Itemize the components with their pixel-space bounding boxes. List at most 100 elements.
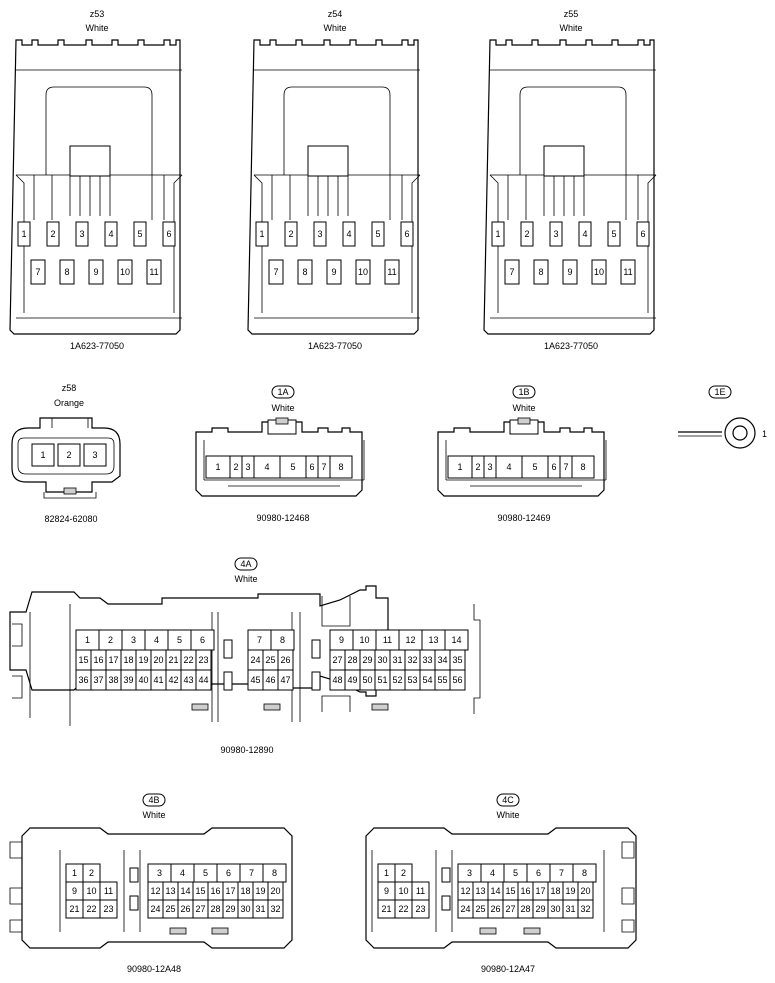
c4A-pin-25: 25 bbox=[265, 655, 275, 665]
c4A-pin-45: 45 bbox=[250, 675, 260, 685]
c4A-pin-23: 23 bbox=[198, 655, 208, 665]
c4A-pin-6: 6 bbox=[200, 635, 205, 645]
connector-z58-part: 82824-62080 bbox=[44, 514, 97, 524]
connector-1B-part: 90980-12469 bbox=[497, 513, 550, 523]
connector-4B-color: White bbox=[142, 810, 165, 820]
c4C-pin-2: 2 bbox=[401, 868, 406, 878]
c4B-pin-12: 12 bbox=[150, 886, 160, 896]
connector-z58-id: z58 bbox=[62, 383, 77, 393]
z54-pin-2-cell bbox=[284, 221, 298, 247]
z53-pin-10: 10 bbox=[120, 267, 130, 277]
c4A-pin-35: 35 bbox=[452, 655, 462, 665]
c4C-pin-25: 25 bbox=[475, 904, 485, 914]
z54-pin-7: 7 bbox=[273, 267, 278, 277]
z53-pin-9-cell bbox=[88, 259, 104, 285]
c4C-pin-10: 10 bbox=[398, 886, 408, 896]
z53-pin-8-cell bbox=[59, 259, 75, 285]
c4A-pin-49: 49 bbox=[347, 675, 357, 685]
z55-pin-2-cell bbox=[520, 221, 534, 247]
z54-pin-2: 2 bbox=[288, 229, 293, 239]
z53-pin-1-cell bbox=[17, 221, 31, 247]
connector-4C-id: 4C bbox=[502, 795, 514, 805]
c1B-pin-7: 7 bbox=[563, 462, 568, 472]
connector-4B-id-badge bbox=[142, 793, 166, 807]
c4B-pin-17: 17 bbox=[225, 886, 235, 896]
c4C-pin-11: 11 bbox=[416, 886, 425, 896]
z53-pin-6-cell bbox=[162, 221, 176, 247]
c4C-pin-27: 27 bbox=[505, 904, 515, 914]
c4C-pin-17: 17 bbox=[535, 886, 545, 896]
z55-pin-11: 11 bbox=[623, 267, 632, 277]
c4B-pin-24: 24 bbox=[150, 904, 160, 914]
c4A-pin-56: 56 bbox=[452, 675, 462, 685]
c4C-pin-12: 12 bbox=[460, 886, 470, 896]
c4A-pin-22: 22 bbox=[183, 655, 193, 665]
z58-pin-3-cell bbox=[83, 443, 107, 467]
c4C-pin-26: 26 bbox=[490, 904, 500, 914]
c4C-pin-5: 5 bbox=[513, 868, 518, 878]
connector-1B-id-badge bbox=[512, 385, 536, 399]
z55-pin-11-cell bbox=[620, 259, 636, 285]
c4B-pin-10: 10 bbox=[86, 886, 96, 896]
c1A-pin-8: 8 bbox=[338, 462, 343, 472]
z55-pin-10: 10 bbox=[594, 267, 604, 277]
c4C-pin-4: 4 bbox=[490, 868, 495, 878]
c4A-pin-44-cell bbox=[195, 669, 212, 691]
c1B-pin-2: 2 bbox=[475, 462, 480, 472]
c4A-pin-48: 48 bbox=[332, 675, 342, 685]
c4A-pin-40: 40 bbox=[138, 675, 148, 685]
c4C-pin-28: 28 bbox=[520, 904, 530, 914]
c4A-pin-4: 4 bbox=[154, 635, 159, 645]
c4B-pin-27: 27 bbox=[195, 904, 205, 914]
c4A-pin-13: 13 bbox=[428, 635, 438, 645]
c4A-pin-38: 38 bbox=[108, 675, 118, 685]
z53-pin-8: 8 bbox=[64, 267, 69, 277]
c4A-pin-33: 33 bbox=[422, 655, 432, 665]
c4A-pin-2: 2 bbox=[108, 635, 113, 645]
c4B-pin-6: 6 bbox=[226, 868, 231, 878]
z55-pin-9: 9 bbox=[567, 267, 572, 277]
c4A-pin-11: 11 bbox=[383, 635, 392, 645]
z54-pin-10-cell bbox=[355, 259, 371, 285]
c1A-pin-2: 2 bbox=[233, 462, 238, 472]
c4A-pin-17: 17 bbox=[108, 655, 118, 665]
c4C-pin-8: 8 bbox=[582, 868, 587, 878]
c1A-pin-7: 7 bbox=[321, 462, 326, 472]
c1A-pin-6: 6 bbox=[309, 462, 314, 472]
c4C-pin-24: 24 bbox=[460, 904, 470, 914]
c4B-pin-20: 20 bbox=[270, 886, 280, 896]
c4B-pin-18: 18 bbox=[240, 886, 250, 896]
connector-1A-color: White bbox=[271, 403, 294, 413]
c1B-pin-6: 6 bbox=[551, 462, 556, 472]
z55-pin-8-cell bbox=[533, 259, 549, 285]
c4B-pin-29: 29 bbox=[225, 904, 235, 914]
c1B-pin-3: 3 bbox=[487, 462, 492, 472]
z54-pin-11: 11 bbox=[387, 267, 396, 277]
c4A-pin-8: 8 bbox=[280, 635, 285, 645]
c1A-pin-1: 1 bbox=[215, 462, 220, 472]
z55-pin-1: 1 bbox=[495, 229, 500, 239]
c4C-pin-32-cell bbox=[577, 899, 594, 919]
c4B-pin-9: 9 bbox=[72, 886, 77, 896]
c4C-pin-20: 20 bbox=[580, 886, 590, 896]
z54-pin-3: 3 bbox=[317, 229, 322, 239]
z54-pin-10: 10 bbox=[358, 267, 368, 277]
c4C-pin-16: 16 bbox=[520, 886, 530, 896]
c4B-pin-4: 4 bbox=[180, 868, 185, 878]
z58-pin-2-cell bbox=[57, 443, 81, 467]
z53-pin-7: 7 bbox=[35, 267, 40, 277]
z53-pin-11-cell bbox=[146, 259, 162, 285]
connector-1B-id: 1B bbox=[518, 387, 529, 397]
c4B-pin-2: 2 bbox=[89, 868, 94, 878]
connector-1E-id: 1E bbox=[714, 387, 725, 397]
c4A-pin-36: 36 bbox=[78, 675, 88, 685]
c4C-pin-13: 13 bbox=[475, 886, 485, 896]
c4B-pin-11: 11 bbox=[104, 886, 113, 896]
c4A-pin-31: 31 bbox=[392, 655, 402, 665]
c4A-pin-21: 21 bbox=[168, 655, 178, 665]
c4A-pin-20: 20 bbox=[153, 655, 163, 665]
z55-pin-4-cell bbox=[578, 221, 592, 247]
